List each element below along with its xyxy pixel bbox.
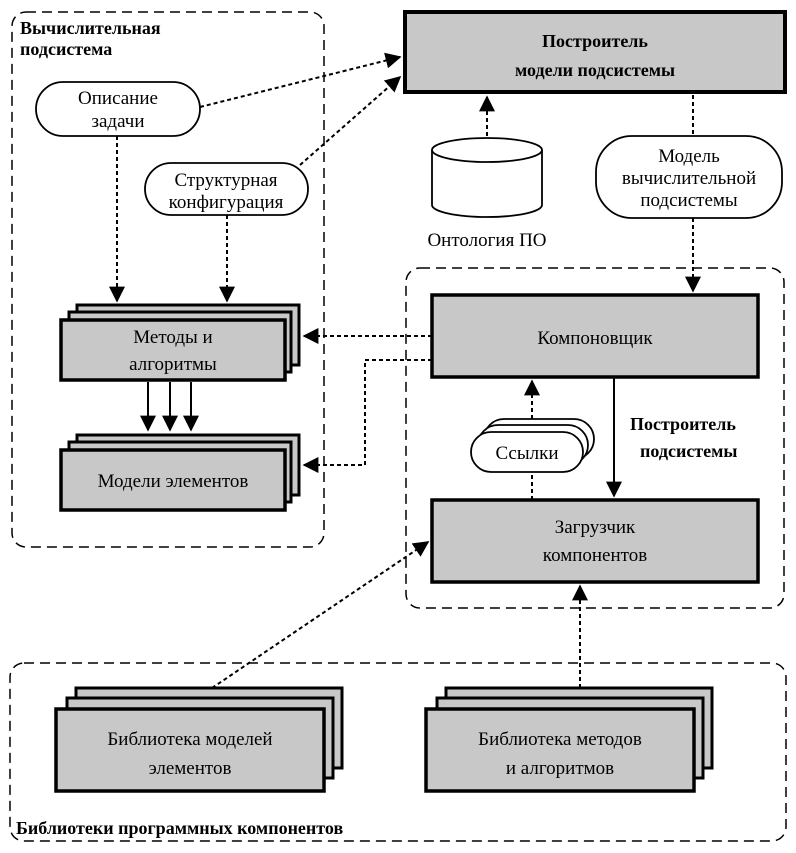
linker-box <box>430 293 760 379</box>
component-loader-label-2: компонентов <box>543 545 647 566</box>
task-description-label-2: задачи <box>91 111 144 132</box>
group-computational-subsystem-label-1: Вычислительная <box>20 18 161 38</box>
group-component-libraries <box>9 662 787 842</box>
element-models-stack <box>59 433 301 512</box>
task-description-label-1: Описание <box>78 88 158 109</box>
edge-linker-to-element-models <box>302 359 432 473</box>
lib-methods-label-2: и алгоритмов <box>506 758 614 779</box>
model-builder-label-1: Построитель <box>542 31 648 51</box>
ontology-database-icon <box>431 137 543 218</box>
model-builder-label-2: модели подсистемы <box>515 60 675 80</box>
group-subsystem-builder-label-2: подсистемы <box>640 441 737 461</box>
subsystem-model-node <box>595 135 783 219</box>
subsystem-model-label-2: вычислительной <box>622 168 756 189</box>
edge-config-to-builder <box>299 75 402 166</box>
lib-methods-stack <box>424 686 714 793</box>
group-subsystem-builder <box>405 267 785 609</box>
subsystem-model-label-1: Модель <box>658 146 720 167</box>
group-computational-subsystem-label-2: подсистема <box>20 39 112 59</box>
links-stack <box>470 418 595 473</box>
element-models-label: Модели элементов <box>98 471 249 492</box>
methods-algorithms-label-2: алгоритмы <box>129 354 217 375</box>
component-loader-box <box>430 498 760 584</box>
links-label: Ссылки <box>496 443 559 464</box>
lib-element-models-stack <box>54 686 344 793</box>
component-loader-label-1: Загрузчик <box>555 517 636 538</box>
subsystem-model-label-3: подсистемы <box>640 190 738 211</box>
methods-algorithms-label-1: Методы и <box>133 327 212 348</box>
structural-config-label-2: конфигурация <box>169 192 284 213</box>
ontology-label: Онтология ПО <box>427 230 546 251</box>
group-subsystem-builder-label-1: Построитель <box>630 414 736 434</box>
lib-methods-label-1: Библиотека методов <box>478 729 642 750</box>
edge-task-to-builder <box>199 52 402 108</box>
linker-label: Компоновщик <box>537 328 653 349</box>
model-builder-box <box>403 10 787 94</box>
group-component-libraries-label: Библиотеки программных компонентов <box>16 818 343 838</box>
lib-element-models-label-1: Библиотека моделей <box>107 729 272 750</box>
lib-element-models-label-2: элементов <box>149 758 232 779</box>
methods-algorithms-stack <box>59 303 301 382</box>
structural-config-label-1: Структурная <box>174 170 277 191</box>
group-computational-subsystem <box>11 11 325 548</box>
edge-lib-models-to-loader <box>211 541 430 689</box>
